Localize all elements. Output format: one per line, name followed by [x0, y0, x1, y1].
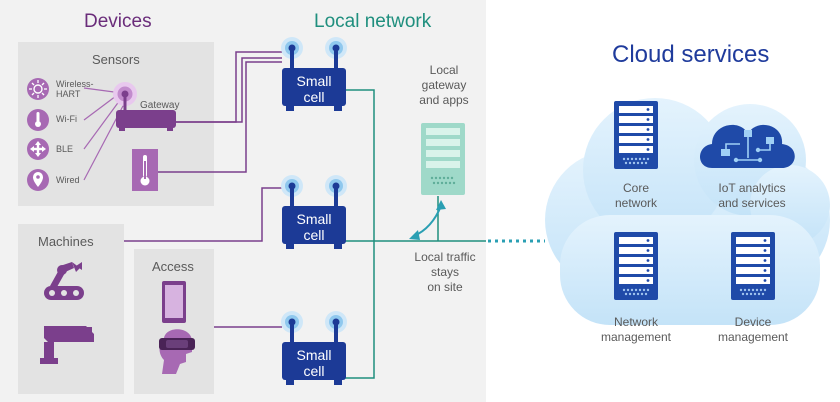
network-management-label: Network management [600, 315, 672, 344]
vr-headset-icon [159, 329, 195, 374]
machines-box [18, 224, 124, 394]
device-links [124, 51, 282, 328]
machines-label: Machines [38, 234, 94, 249]
iot-analytics-cloud-icon [700, 124, 795, 168]
access-label: Access [152, 259, 194, 274]
local-traffic-arrowhead [409, 230, 420, 240]
wifi-sensor-icon [27, 109, 49, 131]
sensor-wirelesshart-label: Wireless- HART [56, 79, 94, 99]
security-camera-icon [40, 326, 94, 364]
cloud-shape [545, 98, 830, 325]
small-cell-bottom-label: Small cell [296, 347, 332, 379]
core-network-server-icon [614, 101, 658, 169]
ble-sensor-icon [27, 138, 49, 160]
wirelesshart-sensor-icon [27, 78, 49, 100]
sensor-gateway-icon [113, 82, 176, 131]
network-management-server-icon [614, 232, 658, 300]
local-network-heading: Local network [314, 11, 432, 32]
core-network-label: Core network [614, 181, 658, 210]
local-traffic-label: Local traffic stays on site [414, 250, 476, 294]
small-cell-middle-label: Small cell [296, 211, 332, 243]
small-cell-top-label: Small cell [296, 73, 332, 105]
robot-arm-icon [44, 262, 84, 300]
device-management-label: Device management [717, 315, 789, 344]
iot-analytics-label: IoT analytics and services [718, 181, 786, 210]
sensor-wifi-label: Wi-Fi [56, 114, 77, 124]
sensor-gateway-label: Gateway [140, 100, 180, 111]
sensors-label: Sensors [92, 52, 140, 67]
thermometer-sensor-icon [132, 149, 158, 191]
local-gateway-label: Local gateway and apps [419, 63, 469, 107]
tablet-icon [162, 281, 186, 323]
devices-heading: Devices [84, 11, 152, 32]
local-gateway-server-icon [421, 123, 465, 195]
device-management-server-icon [731, 232, 775, 300]
local-traffic-arrowhead-top [436, 200, 446, 210]
sensor-ble-label: BLE [56, 144, 74, 154]
wired-sensor-icon [27, 169, 49, 191]
sensor-wired-label: Wired [56, 175, 80, 185]
cloud-services-heading: Cloud services [612, 41, 770, 68]
local-backbone [344, 89, 486, 379]
